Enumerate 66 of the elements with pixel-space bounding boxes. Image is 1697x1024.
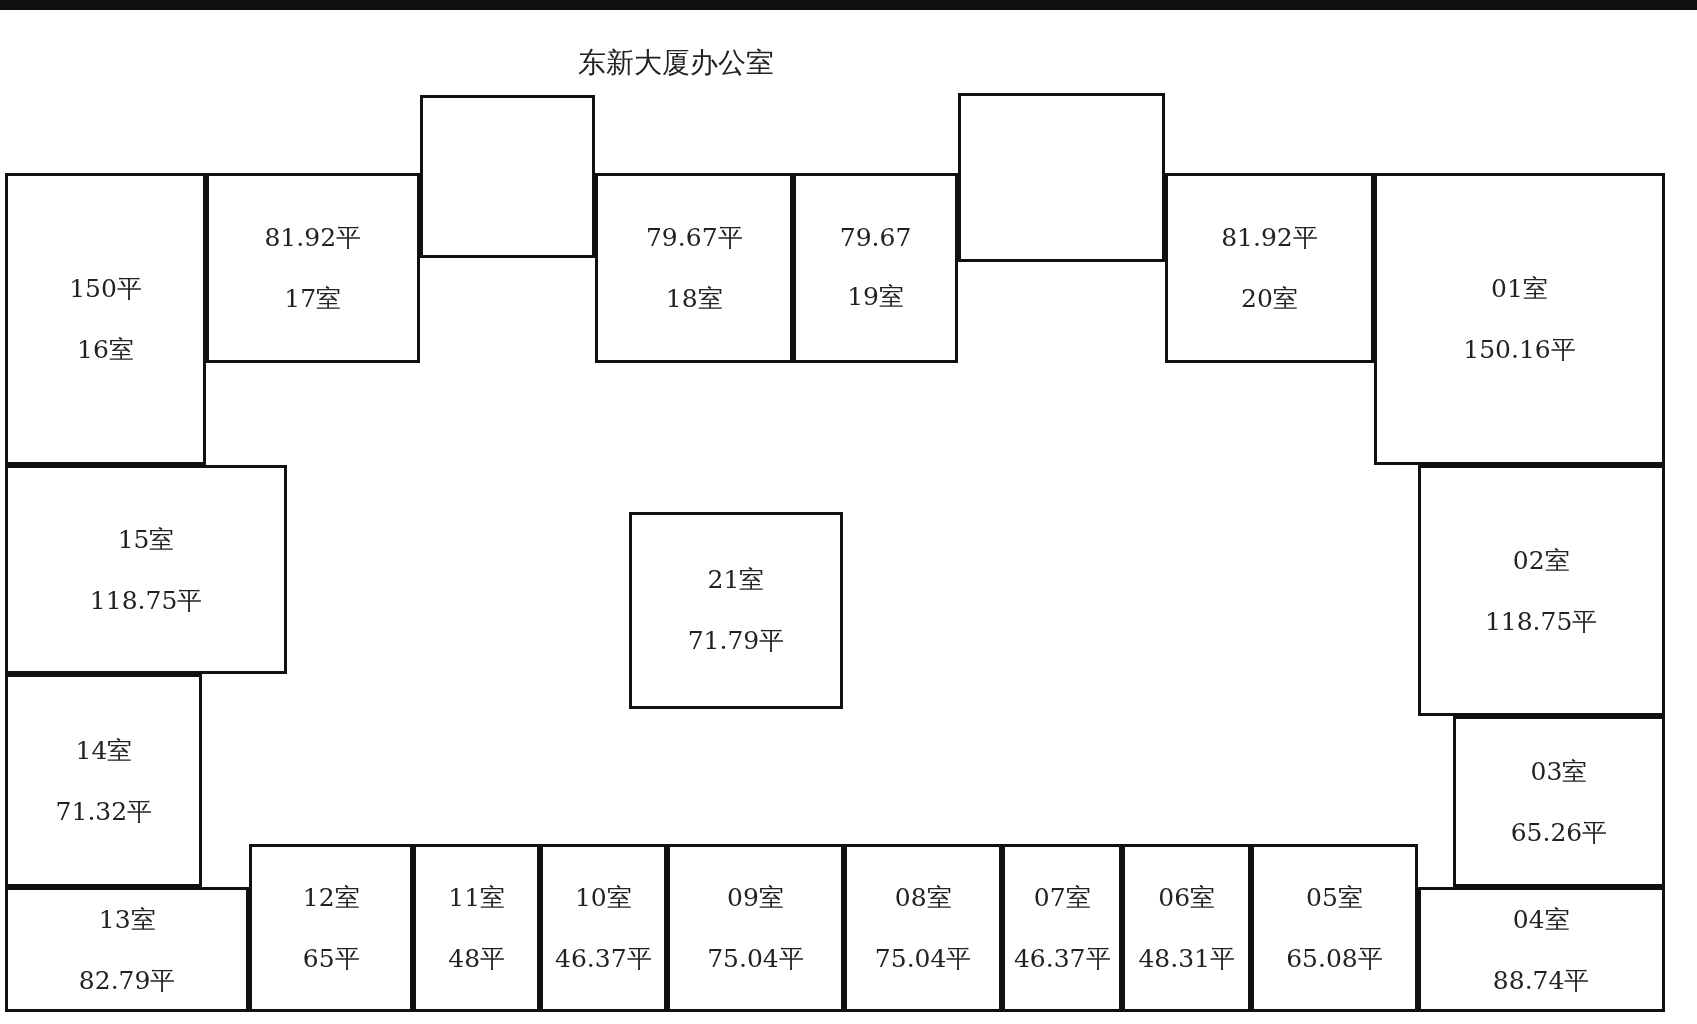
room-label: 82.79平	[78, 964, 176, 997]
room-label: 14室	[75, 734, 133, 767]
room-outline	[1453, 716, 1665, 888]
room-outline	[1002, 844, 1123, 1012]
room-label: 19室	[847, 280, 904, 313]
room-label: 79.67平	[645, 221, 743, 254]
room-label: 118.75平	[1484, 605, 1598, 638]
room-label: 79.67	[839, 222, 912, 252]
room-label: 06室	[1158, 882, 1216, 915]
room-label: 03室	[1530, 755, 1588, 788]
room-outline	[628, 511, 844, 709]
room-label: 65平	[302, 943, 360, 976]
room-label: 48.31平	[1138, 943, 1235, 976]
room-label: 150平	[69, 273, 142, 306]
room-outline	[5, 465, 287, 675]
room-label: 150.16平	[1463, 334, 1576, 367]
room-label: 02室	[1512, 544, 1570, 577]
room-label: 81.92平	[1221, 221, 1318, 254]
room-outline	[1417, 465, 1665, 717]
room-outline	[5, 887, 249, 1012]
room-label: 13室	[98, 903, 156, 936]
plan-title: 东新大厦办公室	[578, 45, 774, 81]
room-outline	[1374, 173, 1665, 466]
room-label: 46.37平	[1013, 943, 1111, 976]
room-outline	[844, 844, 1003, 1012]
room-label: 04室	[1512, 903, 1570, 936]
room-outline	[595, 173, 794, 363]
room-label: 16室	[77, 334, 134, 367]
room-label: 71.32平	[55, 795, 153, 828]
room-outline	[1122, 844, 1252, 1012]
room-label: 15室	[117, 523, 175, 556]
room-label: 05室	[1306, 882, 1363, 915]
room-outline	[1164, 173, 1375, 363]
room-label: 48平	[448, 943, 506, 976]
room-label: 71.79平	[687, 625, 785, 658]
room-outline	[1417, 887, 1665, 1012]
room-label: 81.92平	[264, 221, 362, 254]
room-label: 11室	[448, 882, 506, 915]
room-outline	[205, 173, 420, 363]
room-outline	[413, 844, 541, 1012]
room-outline	[666, 844, 845, 1012]
room-label: 20室	[1241, 282, 1298, 315]
room-label: 07室	[1033, 882, 1091, 915]
room-label: 118.75平	[89, 584, 203, 617]
room-outline	[5, 674, 203, 888]
room-label: 10室	[574, 882, 632, 915]
room-label: 17室	[284, 282, 342, 315]
room-label: 88.74平	[1492, 964, 1590, 997]
room-label: 12室	[302, 882, 360, 915]
room-label: 18室	[665, 282, 723, 315]
shaft-box	[957, 93, 1165, 262]
room-label: 01室	[1491, 273, 1548, 306]
room-outline	[5, 173, 206, 466]
room-label: 46.37平	[555, 943, 652, 976]
room-outline	[248, 844, 414, 1012]
room-label: 75.04平	[874, 943, 972, 976]
room-label: 21室	[707, 564, 765, 597]
room-outline	[1251, 844, 1418, 1012]
room-outline	[793, 173, 958, 363]
room-label: 65.26平	[1510, 816, 1608, 849]
room-label: 75.04平	[707, 943, 804, 976]
shaft-box	[419, 95, 596, 258]
room-outline	[540, 844, 667, 1012]
room-label: 09室	[727, 882, 784, 915]
room-label: 65.08平	[1286, 943, 1383, 976]
room-label: 08室	[894, 882, 952, 915]
